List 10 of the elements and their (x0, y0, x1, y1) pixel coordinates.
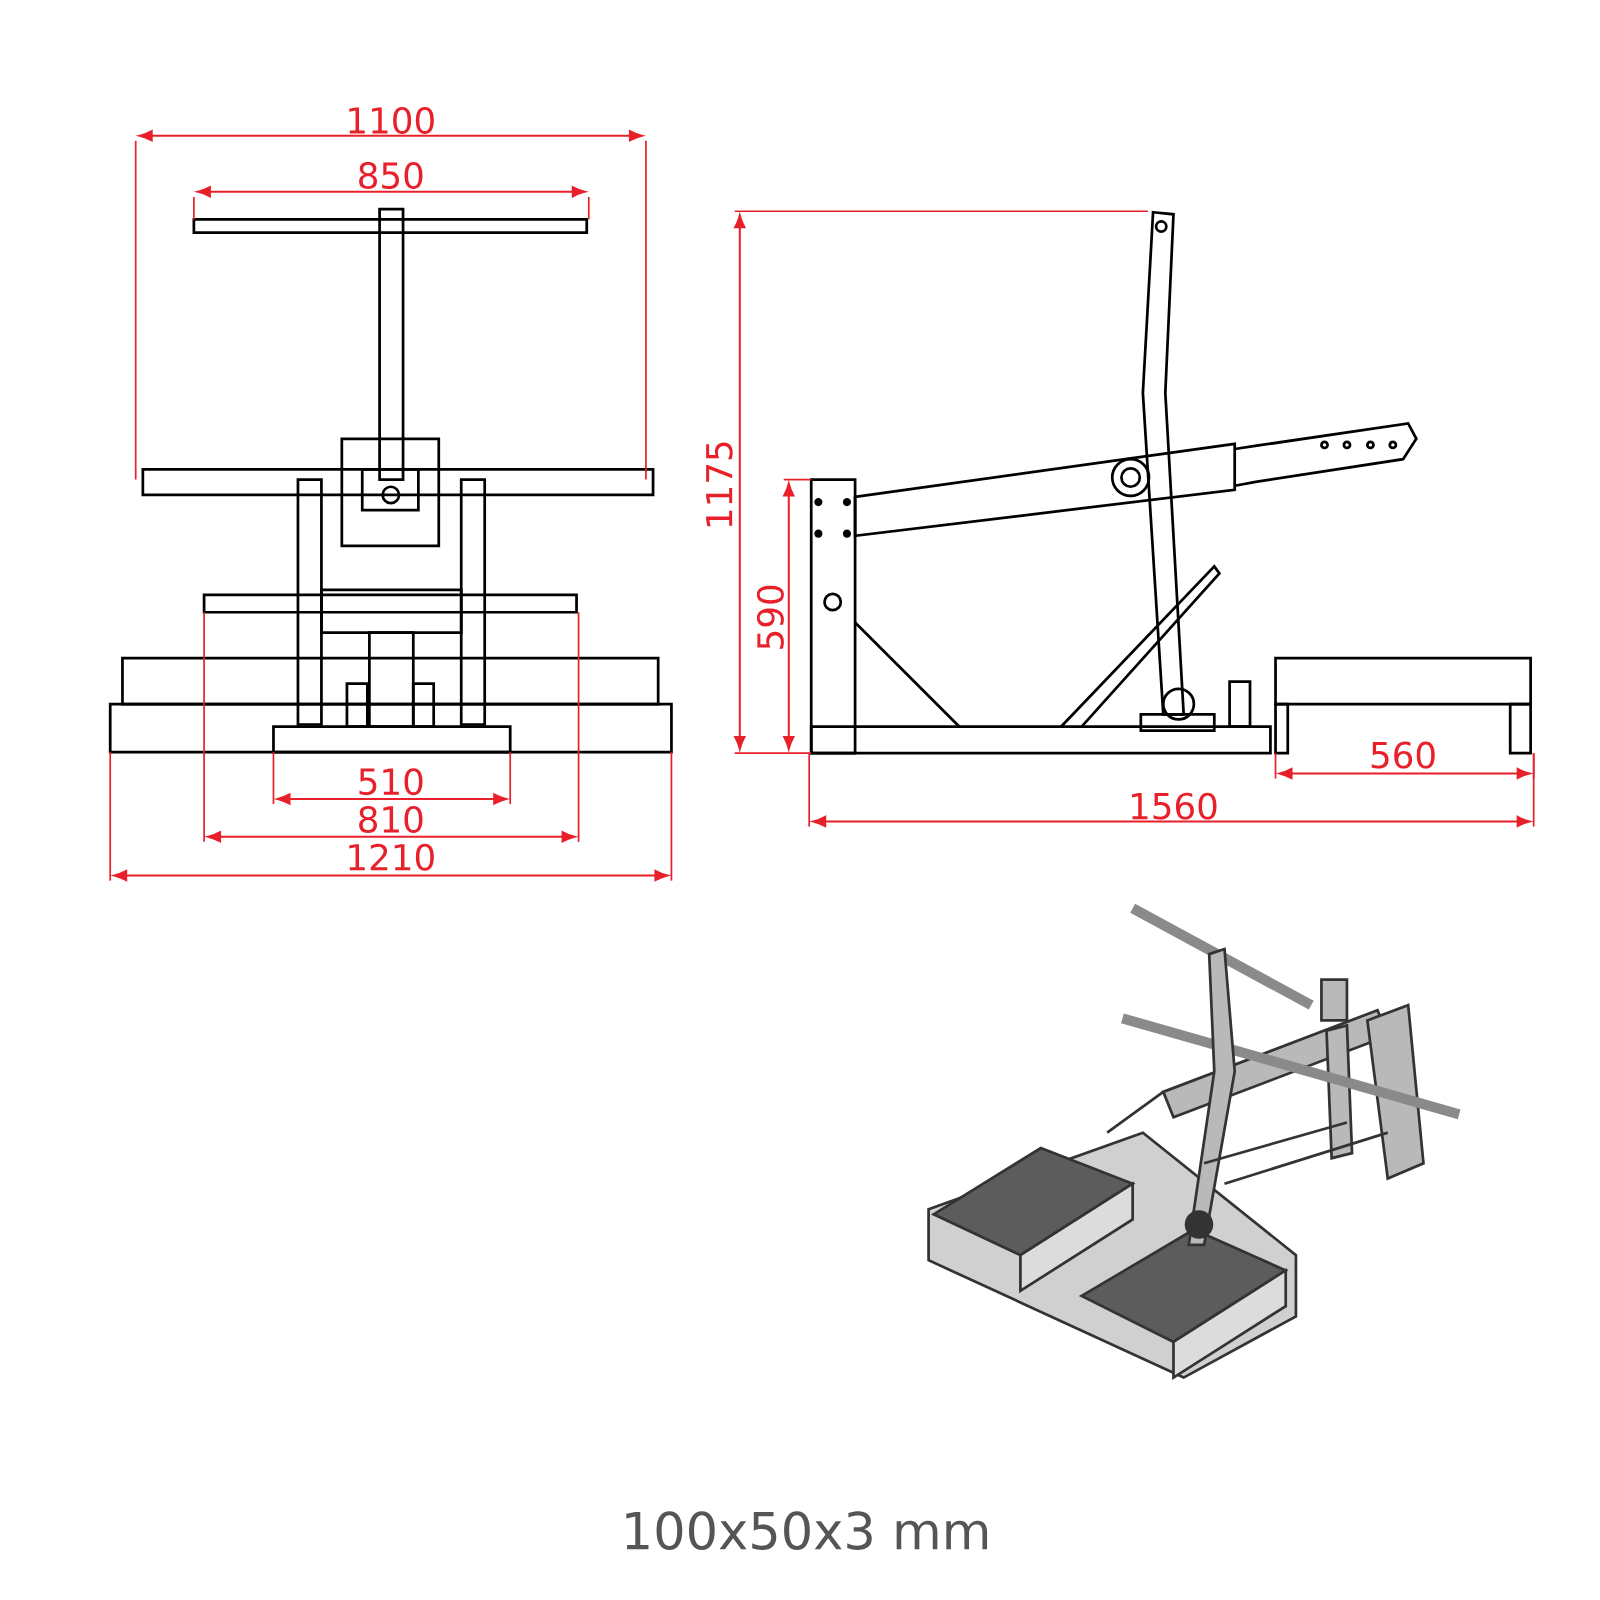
dimension-label: 510 (359, 768, 423, 796)
dimension-label: 1100 (349, 106, 434, 134)
dimension-label: 850 (359, 162, 423, 189)
dimension-label: 1560 (1131, 792, 1217, 820)
dimension-label: 1210 (349, 843, 434, 871)
caption: 100x50x3 mm (626, 1511, 988, 1550)
dimension-label: 810 (359, 805, 423, 833)
dimension-label: 1175 (706, 442, 733, 527)
dimension-label: 590 (756, 585, 784, 649)
dimension-label: 560 (1371, 741, 1435, 769)
